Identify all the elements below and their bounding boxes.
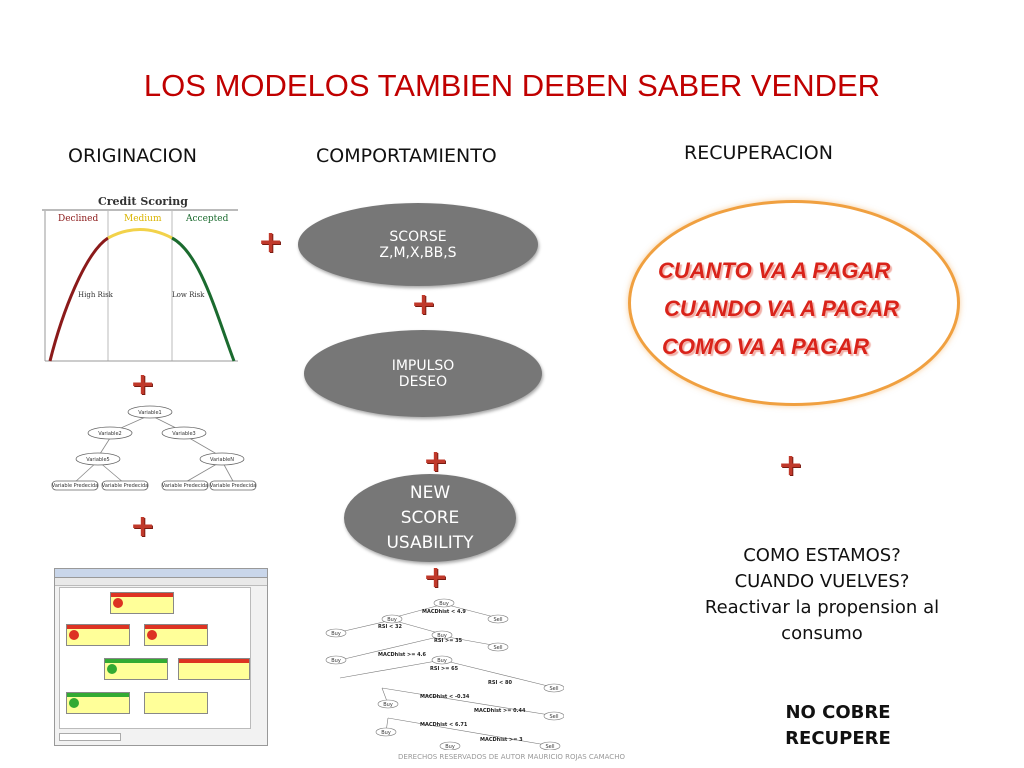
usability-label: USABILITY xyxy=(386,532,474,553)
trading-rule: MACDhist < 6.71 xyxy=(420,722,468,728)
accepted-label: Accepted xyxy=(185,214,229,224)
trading-node: Buy xyxy=(331,631,341,637)
high-risk-label: High Risk xyxy=(78,291,114,299)
plus-icon: + xyxy=(423,444,449,479)
new-score-oval: NEW SCORE USABILITY xyxy=(344,474,516,562)
tree-leaf: Variable Predecida xyxy=(102,483,148,489)
plus-icon: + xyxy=(258,225,284,260)
trading-rule: MACDhist < -0.34 xyxy=(420,694,470,700)
no-cobre-recupere: NO COBRE RECUPERE xyxy=(688,700,988,752)
tree-node: Variable3 xyxy=(172,431,195,437)
column-comportamiento: COMPORTAMIENTO xyxy=(316,145,497,167)
slide-title: LOS MODELOS TAMBIEN DEBEN SABER VENDER xyxy=(143,68,881,103)
score-label: SCORE xyxy=(400,507,460,528)
tree-leaf: Variable Predecida xyxy=(210,483,256,489)
footer-copyright: DERECHOS RESERVADOS DE AUTOR MAURICIO RO… xyxy=(398,753,625,761)
trading-node: Buy xyxy=(437,633,447,639)
bottom-right-text: COMO ESTAMOS? CUANDO VUELVES? Reactivar … xyxy=(672,543,972,647)
trading-node: Buy xyxy=(381,730,391,736)
plus-icon: + xyxy=(130,509,156,544)
trading-tree-image: Buy Buy Sell Buy Buy Sell Buy Buy Sell B… xyxy=(322,598,565,751)
tree-leaf: Variable Predecida xyxy=(162,483,208,489)
question-cuando: CUANDO VA A PAGAR xyxy=(664,296,900,321)
scorse-oval: SCORSE Z,M,X,BB,S xyxy=(298,203,538,286)
trading-node: Buy xyxy=(437,658,447,664)
trading-rule: RSI >= 65 xyxy=(430,666,459,672)
trading-node: Buy xyxy=(445,744,455,750)
trading-node: Sell xyxy=(493,617,502,623)
column-recuperacion: RECUPERACION xyxy=(684,142,833,164)
software-screenshot-image xyxy=(54,568,268,746)
trading-node: Buy xyxy=(331,658,341,664)
plus-icon: + xyxy=(411,287,437,322)
tree-node: Variable5 xyxy=(86,457,109,463)
trading-rule: RSI < 32 xyxy=(378,624,402,630)
consumo-line: consumo xyxy=(781,623,863,644)
como-estamos: COMO ESTAMOS? xyxy=(743,545,901,566)
plus-icon: + xyxy=(778,448,804,483)
trading-node: Sell xyxy=(493,645,502,651)
question-como: COMO VA A PAGAR xyxy=(662,334,869,359)
scorse-label: SCORSE xyxy=(389,228,447,245)
tree-leaf: Variable Predecida xyxy=(52,483,98,489)
trading-node: Sell xyxy=(549,686,558,692)
trading-node: Buy xyxy=(387,617,397,623)
credit-scoring-title: Credit Scoring xyxy=(98,195,188,208)
trading-rule: MACDhist >= 4.6 xyxy=(378,652,427,658)
recupere: RECUPERE xyxy=(785,728,891,749)
deseo-label: DESEO xyxy=(398,373,448,390)
trading-rule: RSI < 80 xyxy=(488,680,512,686)
trading-rule: MACDhist < 4.9 xyxy=(422,609,466,615)
medium-label: Medium xyxy=(124,214,162,224)
column-originacion: ORIGINACION xyxy=(68,145,198,167)
trading-rule: MACDhist >= 3 xyxy=(480,737,523,743)
recuperacion-oval xyxy=(628,200,960,406)
trading-rule: MACDhist >= 0.44 xyxy=(474,708,526,714)
trading-node: Buy xyxy=(383,702,393,708)
declined-label: Declined xyxy=(58,214,98,224)
trading-node: Sell xyxy=(549,714,558,720)
trading-node: Sell xyxy=(545,744,554,750)
plus-icon: + xyxy=(423,560,449,595)
scorse-codes: Z,M,X,BB,S xyxy=(379,244,457,261)
cuando-vuelves: CUANDO VUELVES? xyxy=(734,571,910,592)
tree-node: Variable2 xyxy=(98,431,121,437)
variable-tree-image: Variable1 Variable2 Variable3 Variable5 … xyxy=(50,405,258,495)
plus-icon: + xyxy=(130,367,156,402)
trading-node: Buy xyxy=(439,601,449,607)
question-cuanto: CUANTO VA A PAGAR xyxy=(658,258,891,283)
impulso-oval: IMPULSO DESEO xyxy=(304,330,542,417)
no-cobre: NO COBRE xyxy=(785,702,891,723)
reactivar-line: Reactivar la propension al xyxy=(704,597,940,618)
trading-rule: RSI >= 35 xyxy=(434,638,463,644)
credit-scoring-image: Credit Scoring Declined Medium Accepted … xyxy=(40,193,240,365)
new-label: NEW xyxy=(409,482,451,503)
tree-node: VariableN xyxy=(210,457,234,463)
tree-node: Variable1 xyxy=(138,410,161,416)
impulso-label: IMPULSO xyxy=(391,357,455,374)
low-risk-label: Low Risk xyxy=(172,291,205,299)
